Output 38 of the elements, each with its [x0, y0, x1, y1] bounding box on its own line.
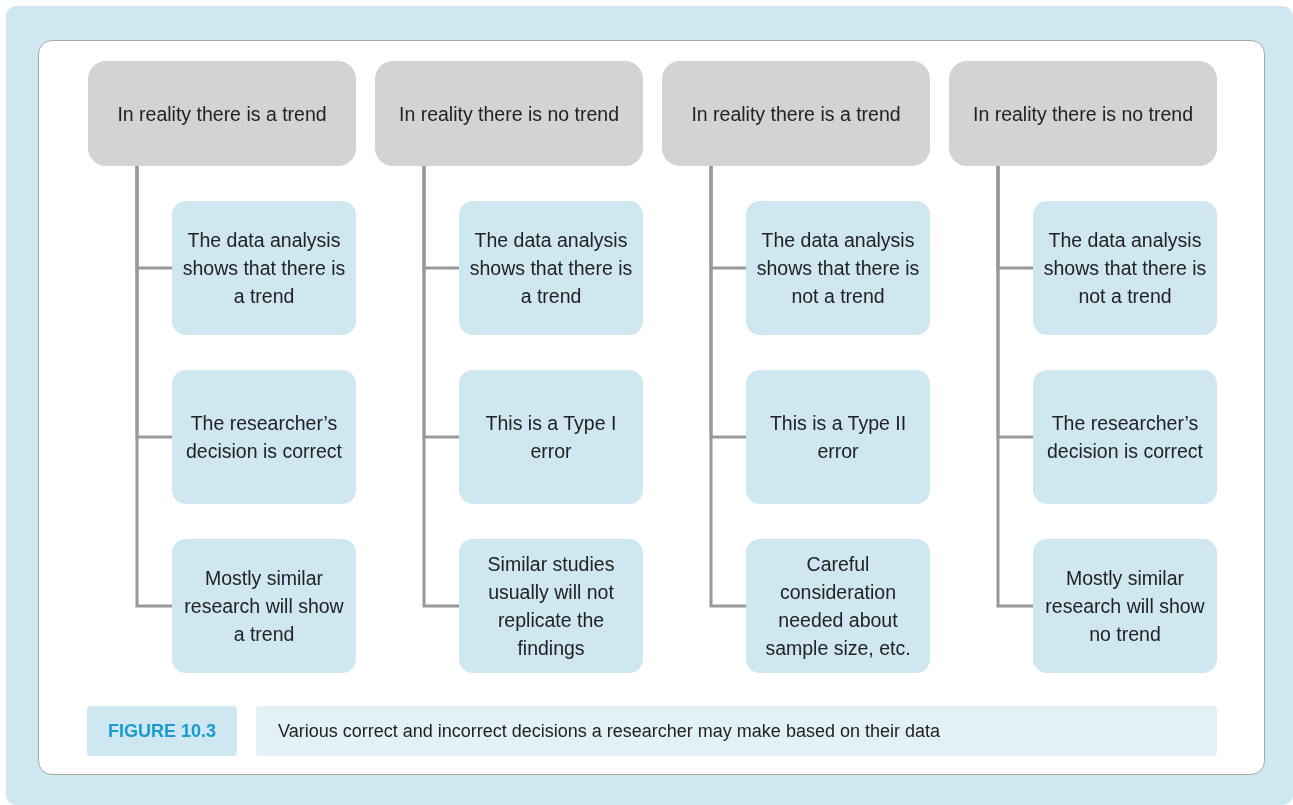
box-text: The researcher’s decision is correct [184, 411, 344, 464]
box-text: In reality there is no trend [398, 101, 619, 127]
box-text: Careful consideration needed about sample size, etc. [764, 552, 912, 661]
box-text: In reality there is a trend [691, 101, 901, 127]
figure-number: FIGURE 10.3 [87, 706, 237, 756]
outcome-box [746, 201, 930, 335]
outcome-box [459, 201, 643, 335]
box-text: Mostly similar research will show a trend [183, 566, 345, 647]
reality-box [662, 61, 930, 166]
box-text: The researcher’s decision is correct [1045, 411, 1205, 464]
outcome-box [746, 370, 930, 504]
reality-box [949, 61, 1217, 166]
outcome-box [172, 370, 356, 504]
box-text: Mostly similar research will show no trend [1044, 566, 1206, 647]
box-text: The data analysis shows that there is a trend [469, 228, 633, 309]
box-text: Similar studies usually will not replicate the findings [486, 552, 616, 661]
box-text: This is a Type II error [768, 411, 908, 464]
connector-line [996, 166, 1033, 608]
box-text: This is a Type I error [484, 411, 618, 464]
outcome-box [1033, 370, 1217, 504]
figure-caption: Various correct and incorrect decisions a researcher may make based on their data [256, 706, 1217, 756]
outcome-box [172, 201, 356, 335]
box-text: The data analysis shows that there is a trend [182, 228, 346, 309]
outcome-box [459, 539, 643, 673]
box-text: The data analysis shows that there is not a trend [1043, 228, 1207, 309]
reality-box [375, 61, 643, 166]
reality-box [88, 61, 356, 166]
outcome-box [1033, 539, 1217, 673]
outcome-box [459, 370, 643, 504]
outcome-box [172, 539, 356, 673]
outcome-box [1033, 201, 1217, 335]
connector-line [709, 166, 746, 608]
box-text: The data analysis shows that there is not a trend [756, 228, 920, 309]
box-text: In reality there is no trend [972, 101, 1193, 127]
box-text: In reality there is a trend [117, 101, 327, 127]
outcome-box [746, 539, 930, 673]
connector-line [135, 166, 172, 608]
connector-line [422, 166, 459, 608]
